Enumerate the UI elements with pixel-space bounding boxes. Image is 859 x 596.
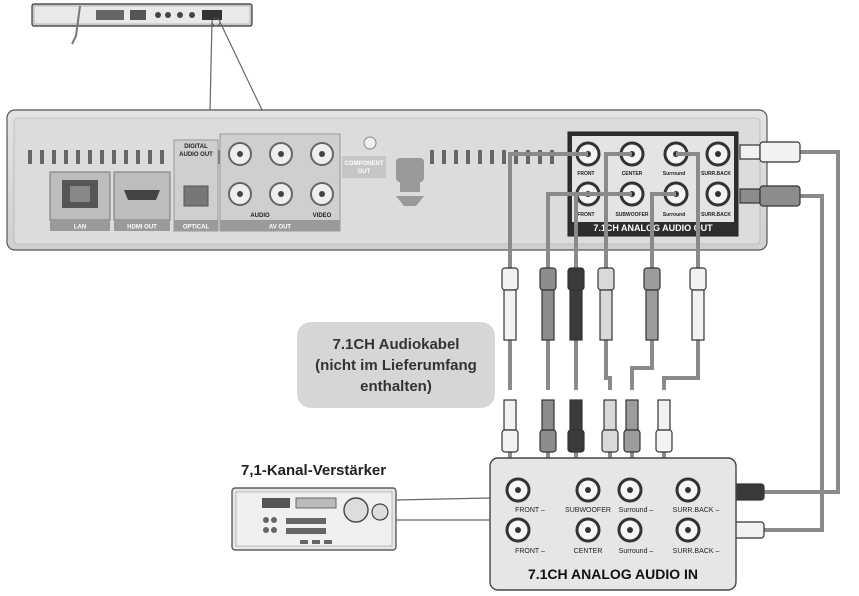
svg-text:AV OUT: AV OUT (269, 225, 292, 231)
cable-note-line-3: enthalten) (360, 377, 432, 395)
svg-text:SURR.BACK: SURR.BACK (701, 212, 731, 218)
svg-text:Surround: Surround (663, 212, 686, 218)
svg-text:OUT: OUT (358, 169, 371, 175)
svg-text:AUDIO OUT: AUDIO OUT (179, 152, 213, 158)
svg-text:SUBWOOFER: SUBWOOFER (615, 212, 648, 218)
lan-port: LAN (49, 171, 111, 231)
optical-port: DIGITAL AUDIO OUT OPTICAL (173, 139, 219, 232)
cable-plugs (501, 141, 801, 539)
svg-text:OPTICAL: OPTICAL (183, 225, 210, 231)
amplifier-title: 7,1-Kanal-Verstärker (241, 462, 387, 479)
svg-text:CENTER: CENTER (622, 171, 643, 177)
cable-note-line-2: (nicht im Lieferumfang (315, 356, 477, 374)
receiver-panel-title: 7.1CH ANALOG AUDIO IN (527, 566, 699, 582)
svg-text:COMPONENT: COMPONENT (345, 161, 384, 167)
cable-note-bubble: 7.1CH Audiokabel (nicht im Lieferumfang … (297, 322, 495, 408)
svg-text:Surround: Surround (663, 171, 686, 177)
svg-text:CENTER: CENTER (574, 548, 603, 555)
svg-text:FRONT: FRONT (577, 171, 594, 177)
svg-text:FRONT –: FRONT – (515, 548, 545, 555)
svg-text:SUBWOOFER: SUBWOOFER (565, 507, 611, 514)
cable-note-line-1: 7.1CH Audiokabel (332, 335, 460, 353)
amplifier-illustration (231, 487, 491, 551)
lan-label: LAN (74, 225, 86, 231)
component-out: COMPONENT OUT (342, 136, 424, 206)
svg-text:SURR.BACK: SURR.BACK (701, 171, 731, 177)
svg-text:AUDIO: AUDIO (250, 213, 270, 219)
hdmi-port: HDMI OUT (113, 171, 171, 231)
av-out-block: AUDIO VIDEO AV OUT (219, 133, 341, 232)
svg-text:VIDEO: VIDEO (313, 213, 332, 219)
svg-text:SURR.BACK –: SURR.BACK – (673, 548, 720, 555)
svg-text:FRONT –: FRONT – (515, 507, 545, 514)
hdmi-label: HDMI OUT (127, 225, 157, 231)
player-thumbnail (31, 3, 253, 45)
receiver-panel: FRONT – SUBWOOFER Surround – SURR.BACK –… (489, 457, 737, 591)
zoom-line-left (209, 21, 213, 111)
svg-text:Surround –: Surround – (619, 548, 654, 555)
svg-text:FRONT: FRONT (577, 212, 594, 218)
svg-text:SURR.BACK –: SURR.BACK – (673, 507, 720, 514)
svg-text:DIGITAL: DIGITAL (184, 144, 208, 150)
zoom-line-right (219, 21, 263, 111)
svg-text:Surround –: Surround – (619, 507, 654, 514)
